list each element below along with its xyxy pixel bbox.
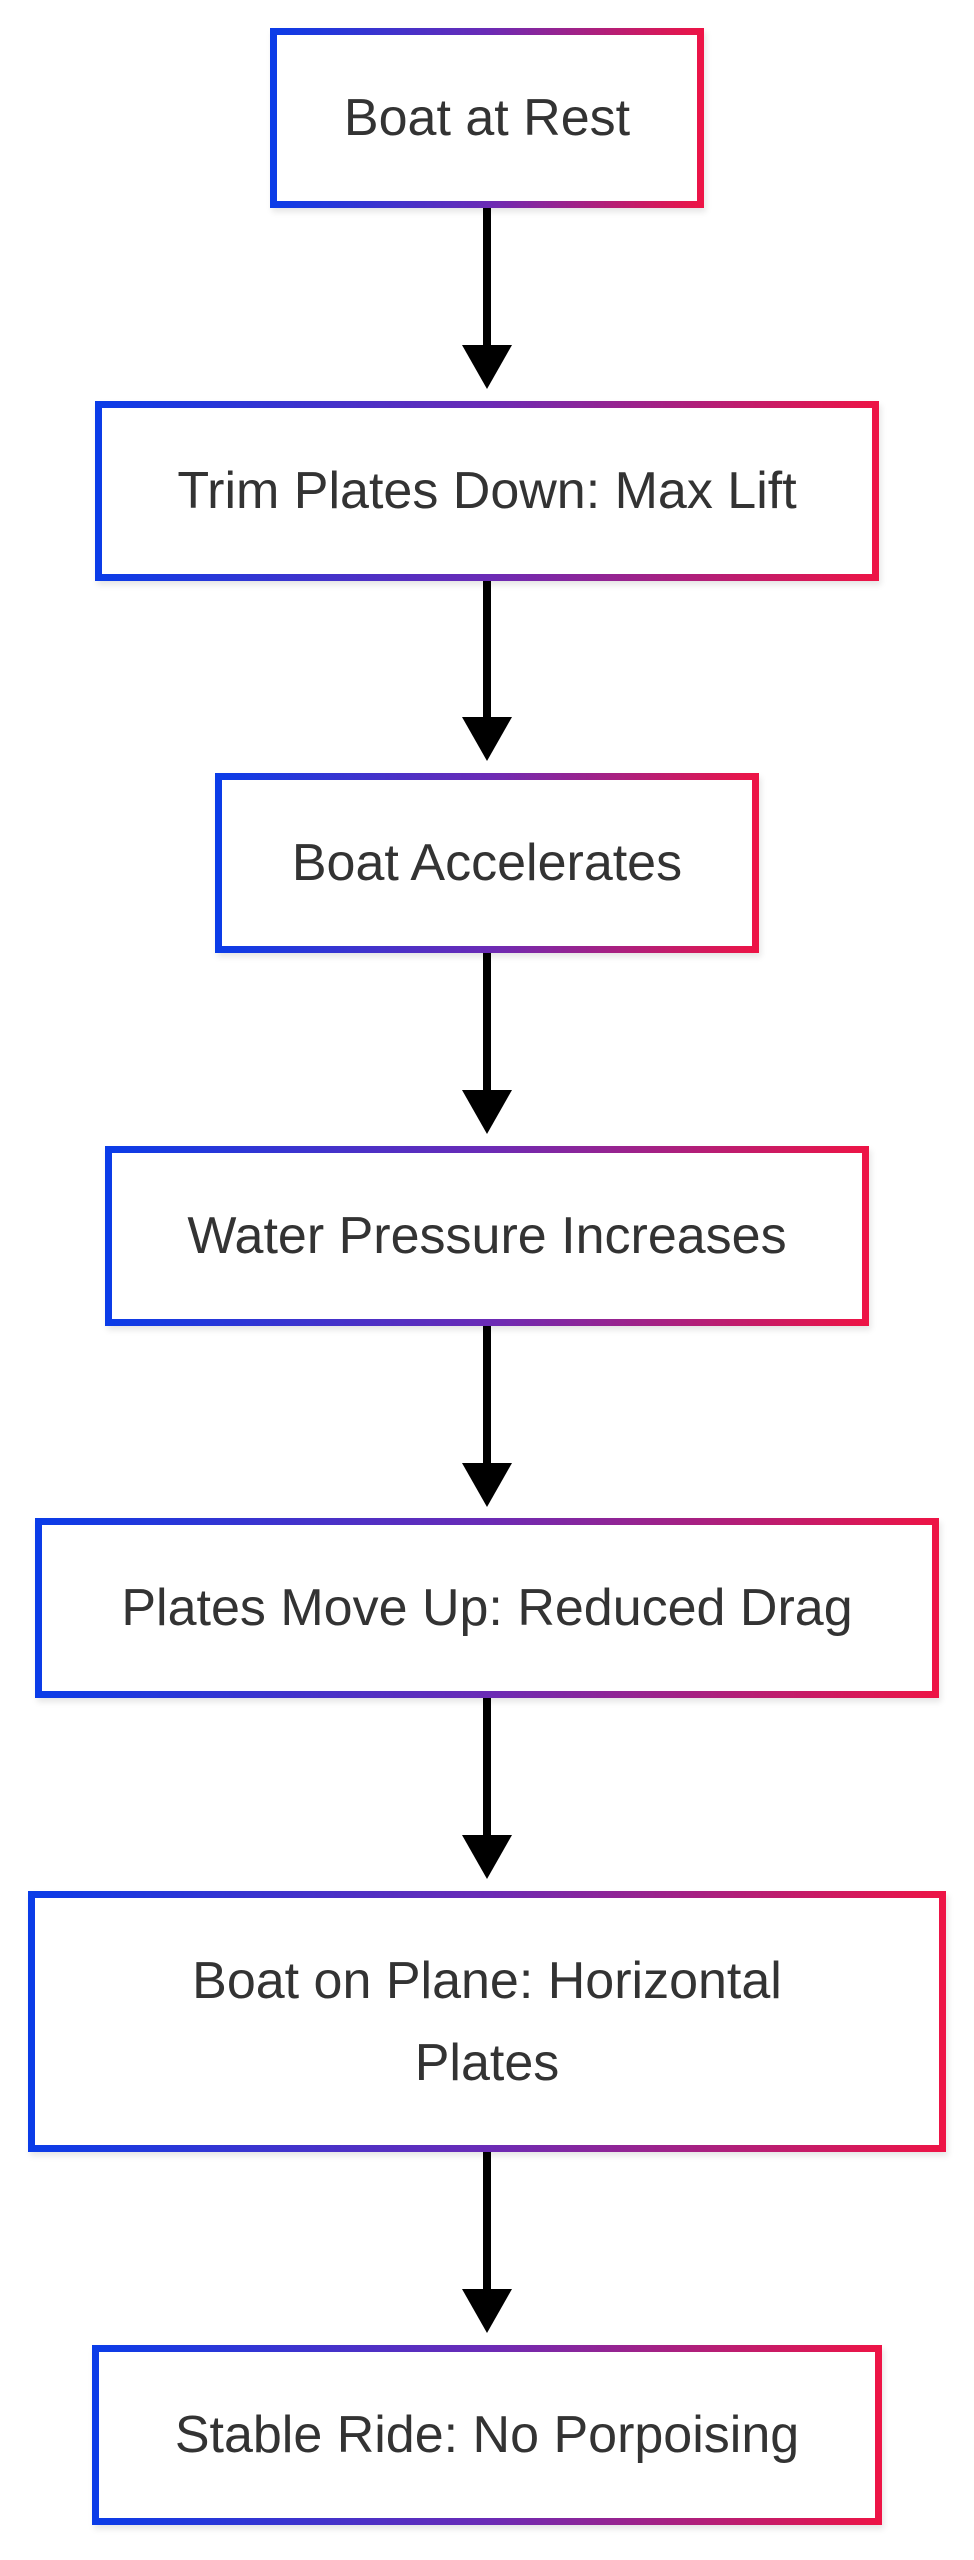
node-boat-on-plane: Boat on Plane: Horizontal Plates: [28, 1891, 946, 2152]
node-label: Plates Move Up: Reduced Drag: [121, 1579, 853, 1637]
node-boat-accelerates: Boat Accelerates: [215, 773, 759, 953]
edge-n1-n2: [462, 208, 512, 389]
node-boat-at-rest: Boat at Rest: [270, 28, 704, 208]
edge-n2-n3: [462, 580, 512, 761]
node-label: Trim Plates Down: Max Lift: [177, 462, 797, 520]
edge-n6-n7: [462, 2152, 512, 2333]
node-label: Stable Ride: No Porpoising: [174, 2406, 800, 2464]
node-trim-plates-down: Trim Plates Down: Max Lift: [95, 401, 879, 581]
edge-n3-n4: [462, 953, 512, 1134]
node-stable-ride: Stable Ride: No Porpoising: [92, 2345, 882, 2525]
edge-n4-n5: [462, 1326, 512, 1507]
edge-n5-n6: [462, 1698, 512, 1879]
node-label: Boat at Rest: [343, 89, 631, 147]
node-label: Boat Accelerates: [291, 834, 683, 892]
node-label: Water Pressure Increases: [187, 1207, 787, 1265]
node-water-pressure-increases: Water Pressure Increases: [105, 1146, 869, 1326]
node-label: Boat on Plane: Horizontal Plates: [192, 1951, 782, 2092]
node-plates-move-up: Plates Move Up: Reduced Drag: [35, 1518, 939, 1698]
